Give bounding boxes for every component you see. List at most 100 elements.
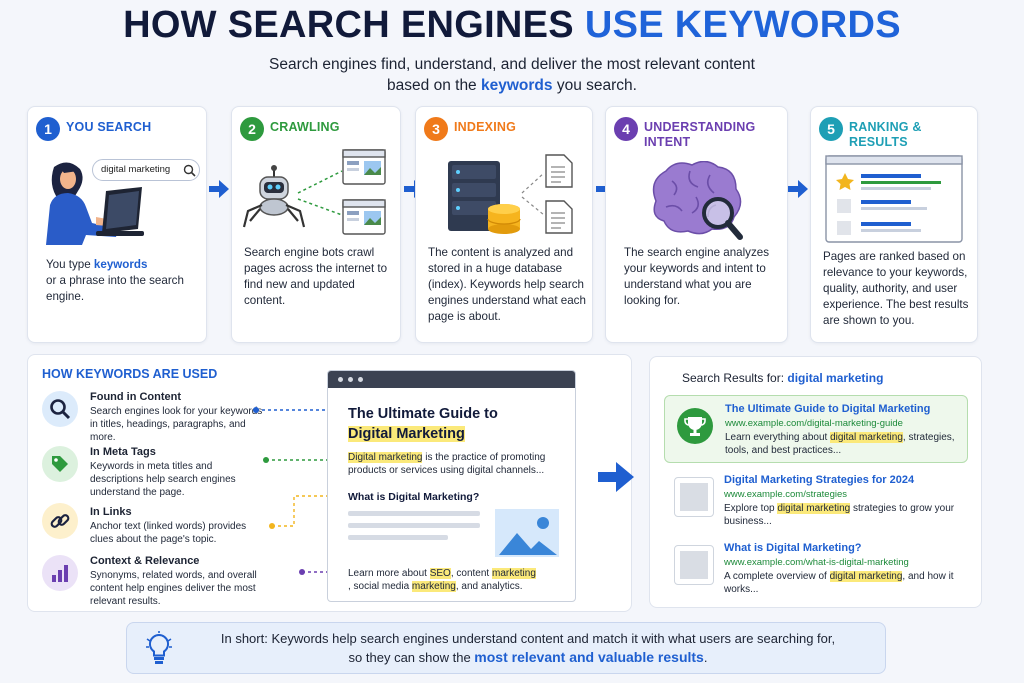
result-thumbnail [674, 477, 714, 517]
trophy-badge [675, 406, 715, 446]
person-laptop-illustration [46, 162, 144, 245]
article-footer-keyword: SEO [429, 568, 451, 579]
article-footer-text: , and analytics. [455, 581, 523, 592]
keyword-item-icon-bg [42, 391, 78, 427]
step4-title-line1: UNDERSTANDING [644, 120, 756, 134]
step5-title-line1: RANKING & [849, 120, 922, 134]
step-number-5: 5 [819, 117, 843, 141]
result-url: www.example.com/digital-marketing-guide [725, 418, 903, 429]
keyword-item-icon-bg [42, 555, 78, 591]
article-title-line2: Digital Marketing [348, 424, 498, 444]
step1-desc-post: or a phrase into the search engine. [46, 274, 184, 303]
browser-bar [328, 371, 575, 388]
summary-line2-post: . [703, 650, 708, 665]
ranking-page-icon [825, 155, 963, 243]
search-results-query: digital marketing [787, 371, 884, 385]
step-title-indexing: INDEXING [454, 120, 517, 134]
subtitle-line-1: Search engines find, understand, and del… [269, 56, 755, 73]
title-main: HOW SEARCH ENGINES [123, 4, 585, 46]
article-title-line1: The Ultimate Guide to [348, 406, 498, 422]
arrow-right-icon [598, 462, 634, 492]
window-dot-icon [348, 377, 353, 382]
step-card-indexing: 3 INDEXING The content is analyzed and s… [415, 106, 593, 343]
title-highlight: USE KEYWORDS [584, 4, 901, 46]
search-results-label: Search Results for: [682, 371, 788, 385]
subtitle-keyword: keywords [481, 77, 553, 94]
result-snippet-text: strategies to grow your business... [724, 503, 955, 527]
article-intro-rest: is the practice of promoting products or… [348, 452, 546, 476]
image-icon [495, 509, 559, 557]
step5-title-line2: RESULTS [849, 135, 908, 149]
search-result-item[interactable]: Digital Marketing Strategies for 2024 ww… [664, 467, 968, 535]
keyword-item-desc: Synonyms, related words, and overall con… [90, 570, 257, 607]
trophy-icon [677, 408, 713, 444]
search-results-heading: Search Results for: digital marketing [682, 371, 883, 385]
webpage-icon [342, 199, 386, 235]
chart-icon [52, 565, 68, 582]
summary-line1: In short: Keywords help search engines u… [220, 631, 836, 646]
step-desc-ranking-results: Pages are ranked based on relevance to y… [823, 250, 969, 327]
page-subtitle: Search engines find, understand, and del… [0, 54, 1024, 96]
keywords-used-heading: HOW KEYWORDS ARE USED [42, 367, 218, 381]
mini-search-box: digital marketing [92, 159, 200, 181]
window-dot-icon [358, 377, 363, 382]
document-icon [545, 200, 573, 234]
result-snippet: Learn everything about digital marketing… [725, 431, 965, 457]
article-preview: The Ultimate Guide to Digital Marketing … [327, 370, 576, 602]
result-snippet: A complete overview of digital marketing… [724, 570, 964, 596]
search-result-item[interactable]: The Ultimate Guide to Digital Marketing … [664, 395, 968, 463]
step-number-4: 4 [614, 117, 638, 141]
step1-desc-pre: You type [46, 258, 94, 271]
keyword-item-title: Context & Relevance [90, 555, 200, 567]
result-snippet-text: Explore top [724, 503, 778, 514]
article-footer-text: Learn more about [348, 568, 430, 579]
keyword-item-title: Found in Content [90, 391, 182, 403]
article-intro: Digital marketing is the practice of pro… [348, 451, 563, 477]
result-title-link[interactable]: The Ultimate Guide to Digital Marketing [725, 403, 931, 415]
result-title-link[interactable]: What is Digital Marketing? [724, 542, 862, 554]
step-desc-understanding-intent: The search engine analyzes your keywords… [624, 246, 770, 307]
window-dot-icon [338, 377, 343, 382]
step-title-crawling: CRAWLING [270, 120, 340, 134]
index-lines [521, 172, 545, 216]
result-snippet-text: A complete overview of [724, 571, 830, 582]
keyword-item-title: In Links [90, 506, 132, 518]
result-title-link[interactable]: Digital Marketing Strategies for 2024 [724, 474, 915, 486]
robot-icon [242, 165, 306, 228]
text-placeholder-line [348, 535, 448, 540]
page-title: HOW SEARCH ENGINES USE KEYWORDS [0, 4, 1024, 47]
brain-icon [652, 161, 743, 240]
crawl-lines [297, 170, 343, 216]
article-subheading: What is Digital Marketing? [348, 491, 480, 503]
keyword-item-icon-bg [42, 446, 78, 482]
database-icon [448, 161, 521, 234]
step-card-crawling: 2 CRAWLING Search engine bots crawl page… [231, 106, 401, 343]
step1-desc-keyword: keywords [93, 258, 148, 271]
keyword-item-desc: Search engines look for your keywords in… [90, 406, 263, 443]
keyword-item-desc: Keywords in meta titles and descriptions… [90, 461, 236, 498]
search-result-item[interactable]: What is Digital Marketing? www.example.c… [664, 535, 968, 603]
step-desc-you-search: You type keywords or a phrase into the se… [46, 257, 196, 305]
step-desc-indexing: The content is analyzed and stored in a … [428, 246, 586, 323]
result-snippet-text: , and how it works... [724, 571, 954, 595]
step-title-ranking-results: RANKING &RESULTS [849, 120, 922, 150]
webpage-icon [342, 149, 386, 185]
article-footer-keyword: marketing [411, 581, 456, 592]
lightbulb-icon [146, 631, 172, 664]
result-thumbnail [674, 545, 714, 585]
link-icon [50, 514, 70, 528]
step-card-you-search: 1 YOU SEARCH digital marketing You type … [27, 106, 207, 343]
result-url: www.example.com/what-is-digital-marketin… [724, 557, 909, 568]
article-footer: Learn more about SEO, content marketing,… [348, 567, 563, 593]
step-number-3: 3 [424, 117, 448, 141]
step-desc-crawling: Search engine bots crawl pages across th… [244, 246, 388, 307]
search-icon [183, 164, 196, 177]
text-placeholder-line [348, 511, 480, 516]
article-intro-keyword: Digital marketing [348, 452, 423, 463]
article-title-keyword: Digital Marketing [348, 426, 465, 442]
summary-text: In short: Keywords help search engines u… [183, 629, 873, 667]
result-url: www.example.com/strategies [724, 489, 848, 500]
result-snippet-text: Learn everything about [725, 432, 831, 443]
article-footer-text: , social media [348, 581, 412, 592]
